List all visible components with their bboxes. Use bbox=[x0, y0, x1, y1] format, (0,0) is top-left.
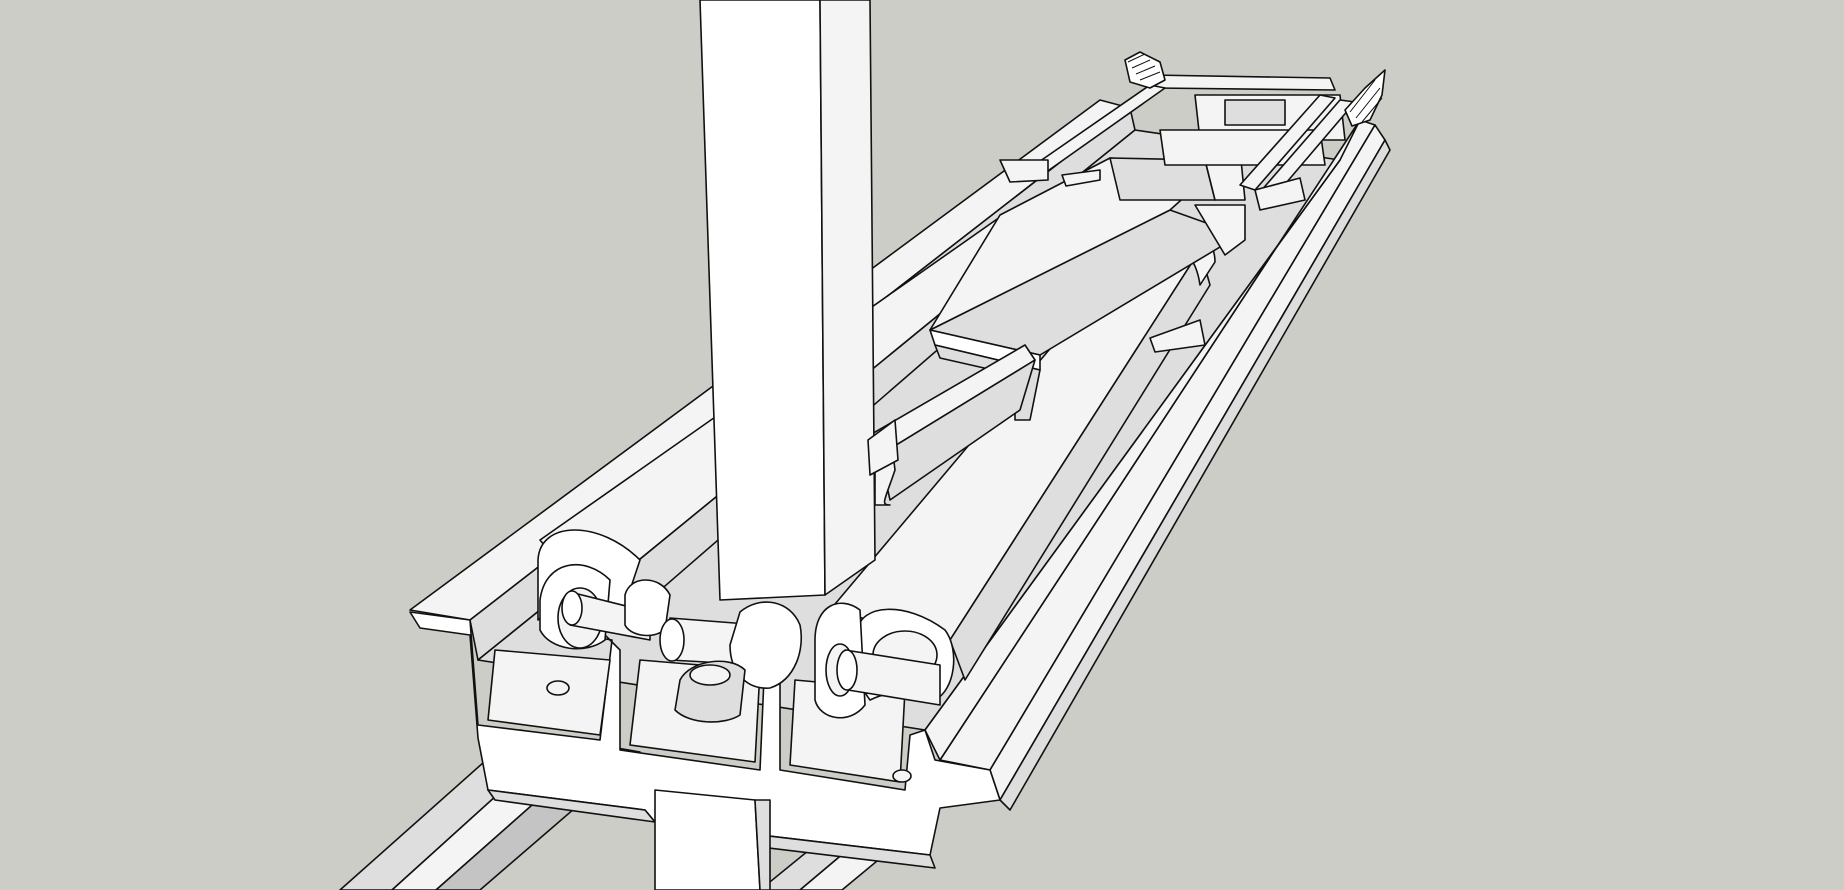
far-end-clamp-assembly[interactable] bbox=[999, 51, 1386, 353]
pivot-pin-assembly[interactable] bbox=[539, 564, 941, 723]
vertical-post[interactable] bbox=[654, 0, 899, 890]
